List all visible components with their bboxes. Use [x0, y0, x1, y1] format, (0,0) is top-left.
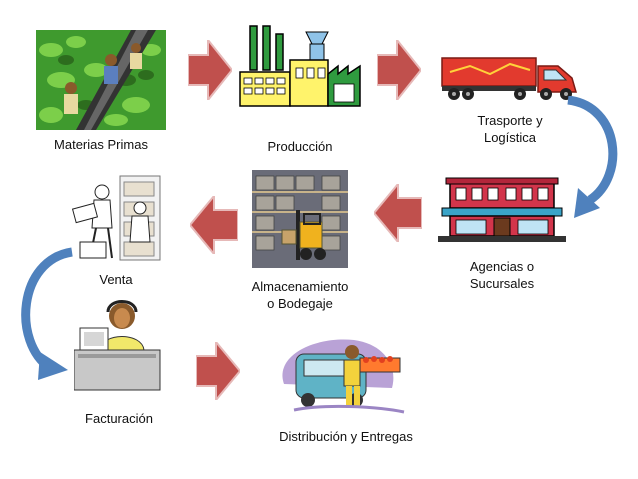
- curved-arrow-down-left: [21, 247, 73, 380]
- factory-icon: [239, 25, 361, 107]
- curved-arrow-down-right: [567, 96, 618, 218]
- flow-arrow-right-2: [377, 40, 421, 100]
- salesperson-icon: [71, 175, 161, 261]
- flow-arrow-left-1: [190, 196, 238, 254]
- node-agencias-line1: Agencias o: [469, 259, 535, 274]
- node-agencias-line2: Sucursales: [469, 276, 535, 291]
- farm-workers-icon: [36, 30, 166, 130]
- delivery-van-icon: [282, 339, 405, 414]
- cashier-computer-icon: [74, 300, 161, 391]
- node-transporte-line1: Trasporte y: [477, 113, 543, 128]
- flow-arrow-right-3: [196, 342, 240, 400]
- node-facturacion: Facturación: [85, 411, 153, 426]
- flow-arrow-right-1: [188, 40, 232, 100]
- warehouse-forklift-icon: [252, 170, 348, 268]
- node-materias-primas: Materias Primas: [54, 137, 148, 152]
- flow-arrow-left-2: [374, 184, 422, 242]
- node-transporte-line2: Logística: [483, 130, 537, 145]
- store-building-icon: [438, 177, 566, 242]
- node-produccion: Producción: [267, 139, 333, 154]
- node-distribucion: Distribución y Entregas: [279, 429, 413, 444]
- node-venta: Venta: [99, 272, 133, 287]
- node-almacenamiento-line1: Almacenamiento: [251, 279, 349, 294]
- node-almacenamiento-line2: o Bodegaje: [267, 296, 333, 311]
- truck-icon: [441, 57, 577, 100]
